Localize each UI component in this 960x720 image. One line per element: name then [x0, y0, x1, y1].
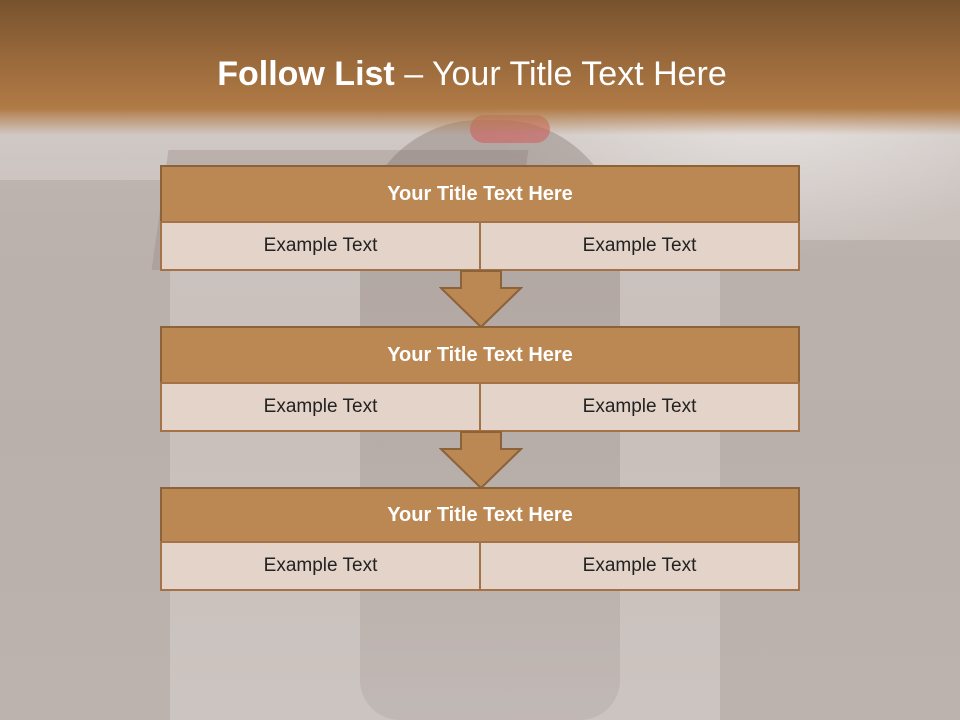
step-cell-left: Example Text — [160, 541, 481, 591]
background-shape — [0, 180, 170, 720]
step-cell-left: Example Text — [160, 221, 481, 271]
step-row: Example Text Example Text — [160, 221, 800, 271]
step-row: Example Text Example Text — [160, 382, 800, 432]
header-band — [0, 0, 960, 135]
step-title: Your Title Text Here — [160, 487, 800, 543]
arrow-down-icon — [439, 431, 523, 489]
arrow-down-icon — [439, 270, 523, 328]
slide-title-rest: – Your Title Text Here — [394, 55, 727, 93]
slide-title: Follow List – Your Title Text Here — [0, 52, 944, 96]
step-cell-right: Example Text — [479, 221, 800, 271]
step-box-1: Your Title Text Here Example Text Exampl… — [160, 165, 800, 271]
background-shape — [720, 240, 960, 720]
step-row: Example Text Example Text — [160, 541, 800, 591]
step-cell-right: Example Text — [479, 382, 800, 432]
step-title: Your Title Text Here — [160, 326, 800, 384]
step-cell-left: Example Text — [160, 382, 481, 432]
slide-title-bold: Follow List — [217, 55, 395, 93]
step-box-2: Your Title Text Here Example Text Exampl… — [160, 326, 800, 432]
step-box-3: Your Title Text Here Example Text Exampl… — [160, 487, 800, 591]
step-cell-right: Example Text — [479, 541, 800, 591]
step-title: Your Title Text Here — [160, 165, 800, 223]
